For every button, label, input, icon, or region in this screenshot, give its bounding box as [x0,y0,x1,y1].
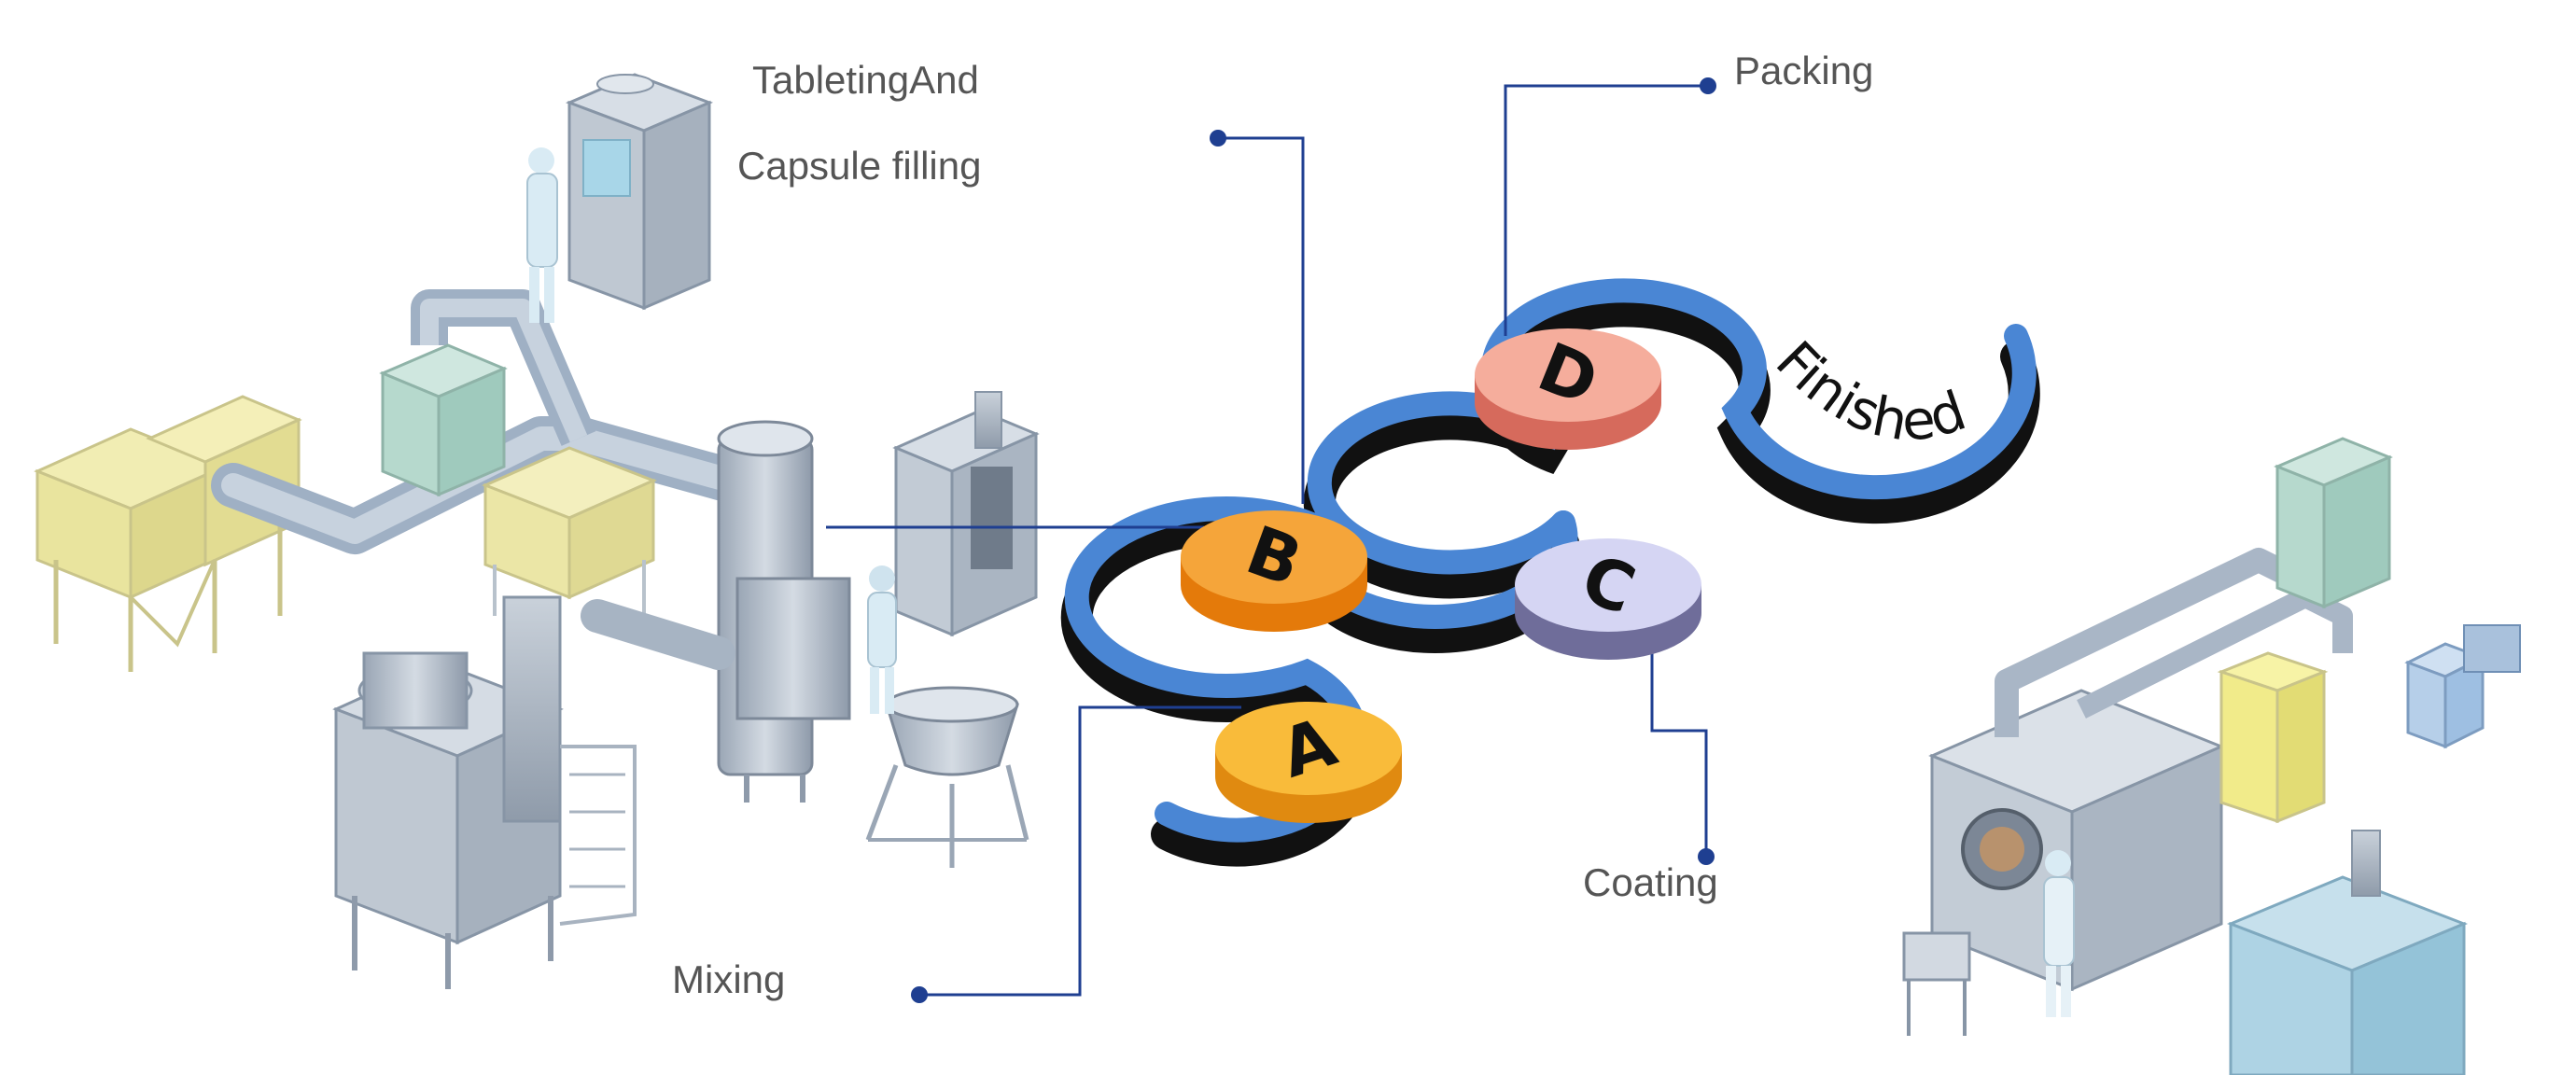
tableting-label-line1: TabletingAnd [752,58,979,102]
connector-dot-a [911,986,928,1003]
mixing-bowl-trolley [865,686,1029,868]
mixing-label: Mixing [672,957,785,1001]
connector-lines [826,84,1708,997]
blue-filter-unit [2404,624,2521,749]
connector-dot-d [1700,77,1716,94]
tableting-label-line2: Capsule filling [737,144,981,188]
connector-dot-b [1210,130,1226,147]
left-equipment-illustration [34,73,1040,989]
air-handling-cabinet [2274,437,2393,609]
badge-d: D [1475,328,1661,450]
coating-machine [1928,689,2225,992]
connector-dot-c [1698,848,1715,865]
fluid-bed-dryer [581,420,851,803]
right-equipment-illustration [1902,437,2521,1075]
badge-a: A [1215,702,1402,823]
badge-b: B [1181,510,1367,632]
connector-b [1218,136,1305,504]
connector-dots [911,77,1716,1003]
operator-figure [867,565,897,714]
dust-collector-hoppers [34,395,302,672]
badge-c: C [1515,538,1701,660]
coating-label: Coating [1583,860,1718,904]
connector-c [1650,644,1708,857]
connector-a [919,705,1241,997]
filter-cabinet [379,343,508,497]
packing-machine [2226,830,2469,1075]
tablet-press-machine [526,73,714,323]
operator-figure-right [2043,850,2075,1017]
small-trolley [1902,931,1971,1036]
yellow-solution-tank [2217,651,2329,824]
packing-label: Packing [1734,49,1873,92]
connector-d [1504,84,1708,336]
high-shear-mixer [332,595,637,989]
dry-granulator [892,391,1040,637]
finished-label: Finished [1764,329,1974,454]
yellow-bin [482,446,657,616]
